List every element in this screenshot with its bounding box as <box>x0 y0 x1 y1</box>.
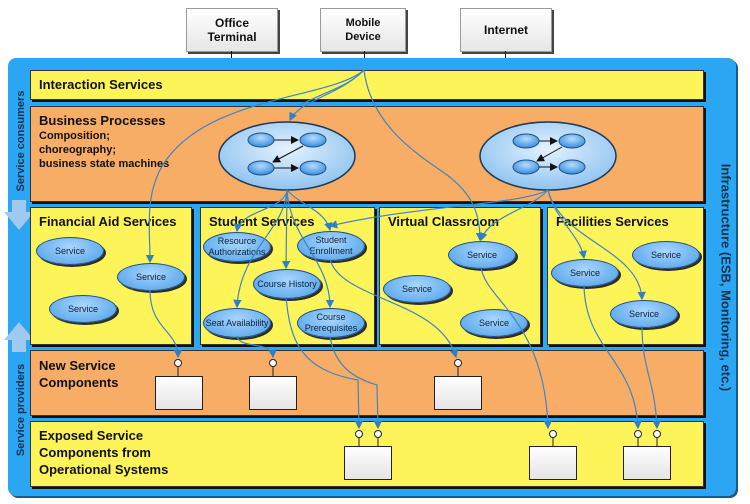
exposed-component-1[interactable] <box>344 446 392 480</box>
facilities-services-title: Facilities Services <box>556 214 669 229</box>
seat-availability-service[interactable]: Seat Availability <box>203 308 271 338</box>
exposed-component-3[interactable] <box>623 446 671 480</box>
business-processes-subtitle: Composition; choreography; business stat… <box>39 129 169 171</box>
title-line: Exposed Service <box>39 428 144 443</box>
subtitle-line: business state machines <box>39 158 170 170</box>
subtitle-line: Composition; <box>39 130 110 142</box>
new-service-components-title: New Service Components <box>39 357 118 391</box>
service-providers-label: Service providers <box>15 363 27 457</box>
new-component-1[interactable] <box>155 376 203 410</box>
exposed-component-2[interactable] <box>529 446 577 480</box>
virtual-classroom-title: Virtual Classroom <box>388 214 500 229</box>
interaction-services-layer: Interaction Services <box>30 70 704 100</box>
new-component-2[interactable] <box>249 376 297 410</box>
device-office-terminal: Office Terminal <box>186 8 278 52</box>
student-enrollment-service[interactable]: Student Enrollment <box>297 231 365 261</box>
new-component-3[interactable] <box>434 376 482 410</box>
exposed-service-components-title: Exposed Service Components from Operatio… <box>39 427 168 478</box>
financial-aid-service-1[interactable]: Service <box>36 237 104 265</box>
office-terminal-label: Office Terminal <box>207 16 257 44</box>
business-processes-title: Business Processes <box>39 113 166 128</box>
new-service-components-layer: New Service Components <box>30 350 704 416</box>
title-line: Components from <box>39 445 151 460</box>
title-line: New Service <box>39 358 116 373</box>
business-processes-layer: Business Processes Composition; choreogr… <box>30 106 704 202</box>
virtual-classroom-service-3[interactable]: Service <box>460 309 528 337</box>
facilities-service-2[interactable]: Service <box>551 259 619 287</box>
infrastructure-label: Infrastructure (ESB, Monitoring, etc.) <box>718 163 734 392</box>
financial-aid-service-3[interactable]: Service <box>49 295 117 323</box>
title-line: Components <box>39 375 119 390</box>
interaction-services-title: Interaction Services <box>39 77 163 92</box>
course-history-service[interactable]: Course History <box>253 269 321 299</box>
student-services-title: Student Services <box>209 214 315 229</box>
title-line: Operational Systems <box>39 462 169 477</box>
device-mobile-device: Mobile Device <box>320 8 406 52</box>
facilities-service-1[interactable]: Service <box>632 241 700 269</box>
device-internet: Internet <box>460 8 552 52</box>
internet-label: Internet <box>483 23 528 37</box>
virtual-classroom-service-2[interactable]: Service <box>383 275 451 303</box>
course-prerequisites-service[interactable]: Course Prerequisites <box>297 308 365 338</box>
financial-aid-service-2[interactable]: Service <box>117 263 185 291</box>
virtual-classroom-service-1[interactable]: Service <box>448 241 516 269</box>
mobile-device-label: Mobile Device <box>345 17 381 43</box>
resource-authorizations-service[interactable]: Resource Authorizations <box>203 232 271 262</box>
financial-aid-services-title: Financial Aid Services <box>39 214 177 229</box>
subtitle-line: choreography; <box>39 144 117 156</box>
service-consumers-label: Service consumers <box>15 90 27 192</box>
facilities-service-3[interactable]: Service <box>610 300 678 328</box>
